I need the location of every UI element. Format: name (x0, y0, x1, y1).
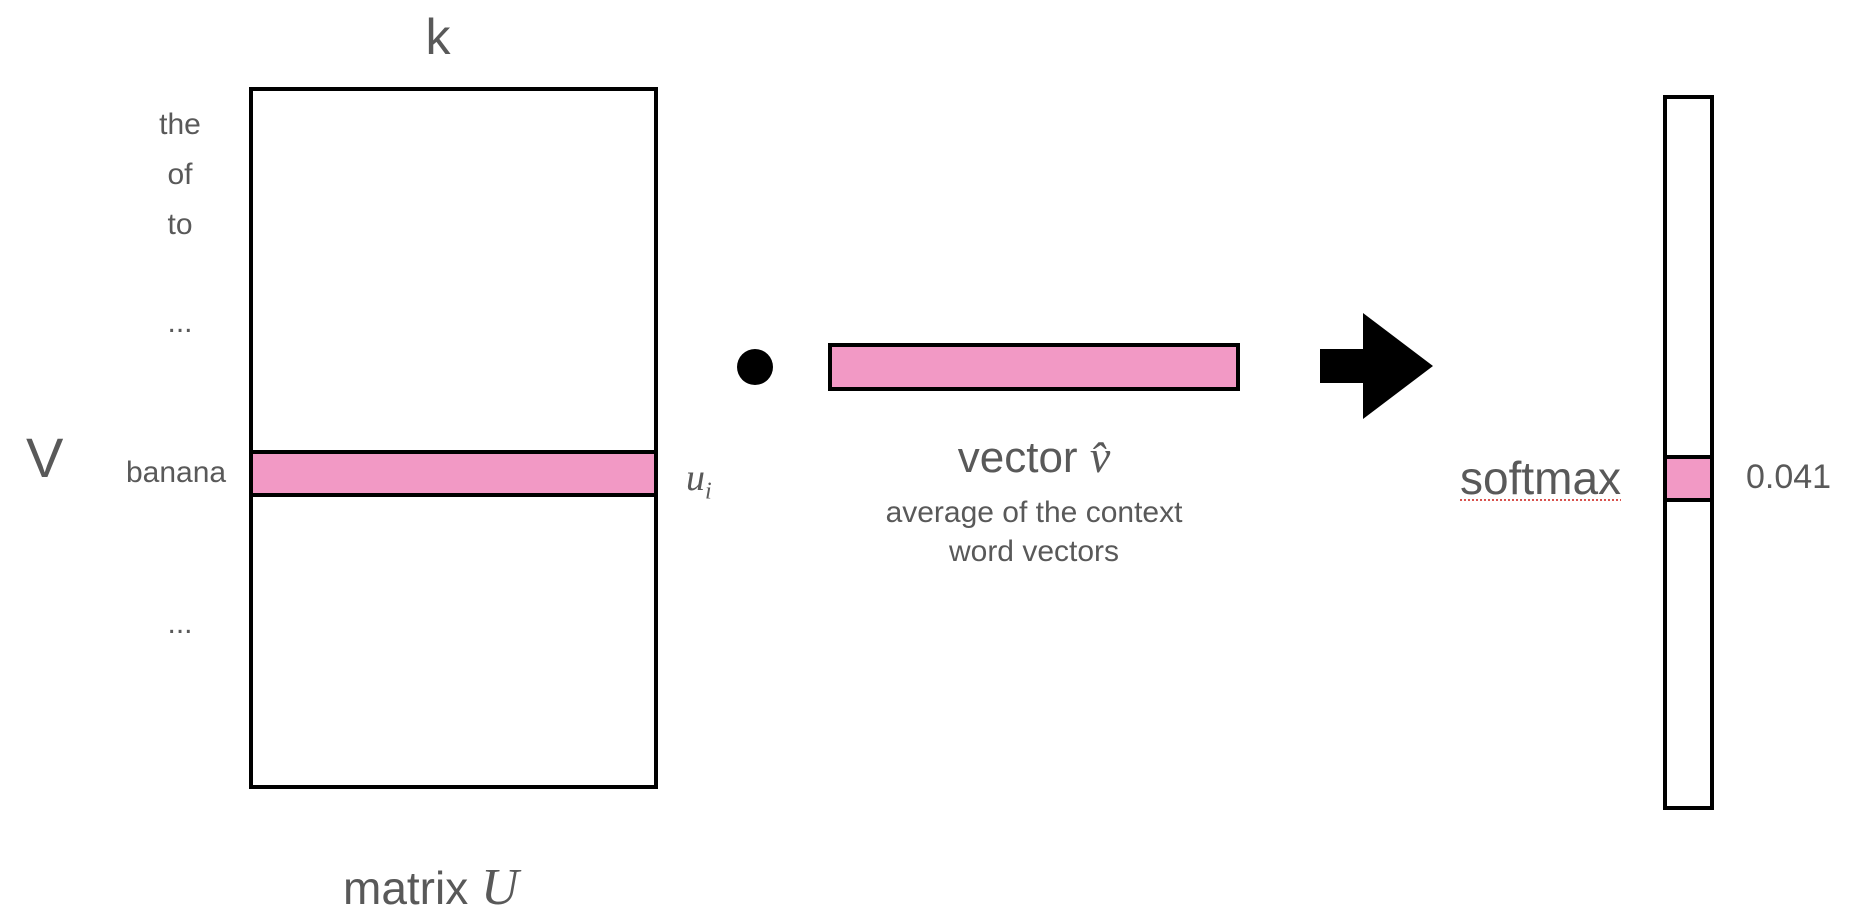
matrix-caption: matrix U (343, 858, 519, 917)
matrix-highlighted-row (249, 450, 658, 497)
row-label-the: the (159, 108, 201, 141)
row-vector-label-subscript: i (705, 478, 712, 505)
matrix-row-dim-label: V (26, 426, 64, 489)
softmax-highlighted-entry (1663, 455, 1714, 502)
matrix-u (249, 87, 658, 789)
matrix-column-dim-label: k (425, 9, 451, 65)
vector-caption-text: vector (957, 433, 1078, 482)
row-vector-label: ui (686, 456, 712, 506)
matrix-caption-symbol: U (481, 859, 519, 916)
row-label-to: to (167, 208, 193, 241)
softmax-output-vector (1663, 95, 1714, 810)
row-vector-label-base: u (686, 457, 705, 499)
matrix-caption-text: matrix (343, 862, 469, 914)
dot-product-icon (737, 349, 773, 385)
softmax-value: 0.041 (1746, 458, 1832, 496)
row-label-banana: banana (126, 456, 227, 489)
row-label-ellipsis-bottom: ... (167, 607, 193, 640)
softmax-label: softmax (1460, 452, 1622, 504)
vector-caption-symbol: v̂ (1089, 431, 1111, 482)
vector-description-line1: average of the context (885, 496, 1183, 529)
vector-caption: vector v̂ (830, 430, 1238, 483)
context-vector (828, 343, 1240, 391)
vector-description-line2: word vectors (948, 535, 1120, 568)
row-label-of: of (167, 158, 193, 191)
row-label-ellipsis-top: ... (167, 306, 193, 339)
right-arrow-icon (1320, 313, 1433, 419)
